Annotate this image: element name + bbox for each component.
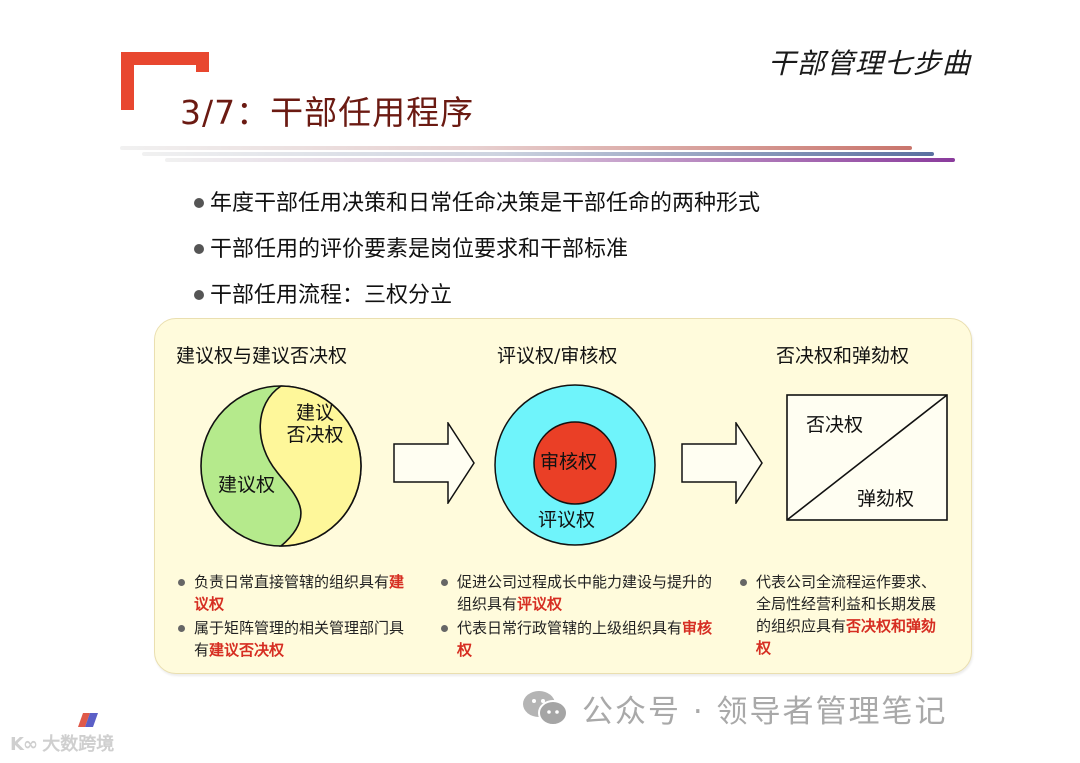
description-text: 属于矩阵管理的相关管理部门具有 [194,619,405,659]
page-title: 3/7：干部任用程序 [180,93,475,132]
bullet-dot-icon [194,290,204,300]
highlighted-power: 审核权 [457,619,713,659]
bullet-text: 干部任用流程：三权分立 [210,283,453,308]
wechat-watermark: 公众号 · 领导者管理笔记 [582,694,948,730]
veto-suggestion-label: 建议 否决权 [286,402,344,446]
bullet-text: 干部任用的评价要素是岗位要求和干部标准 [210,237,629,262]
right-arrow-icon [681,422,763,504]
column-description: 负责日常直接管辖的组织具有建议权 属于矩阵管理的相关管理部门具有建议否决权 [178,571,418,663]
bullet-dot-icon [441,579,448,586]
description-text: 代表公司全流程运作要求、全局性经营利益和长期发展的组织应具有 [756,573,937,635]
concentric-circles-diagram [494,384,656,546]
bullet-dot-icon [178,579,185,586]
title-bracket-icon [121,52,209,110]
bullet-item: 年度干部任用决策和日常任命决策是干部任命的两种形式 [194,178,760,224]
description-item: 属于矩阵管理的相关管理部门具有建议否决权 [178,617,418,661]
highlighted-power: 建议否决权 [209,641,285,659]
column-title: 否决权和弹劾权 [776,345,910,367]
series-subtitle: 干部管理七步曲 [768,47,972,80]
wechat-icon [523,691,568,726]
header-divider [142,152,934,156]
highlighted-power: 评议权 [517,595,563,613]
header-divider [165,158,955,162]
highlighted-power: 否决权和弹劾权 [756,617,937,657]
description-text: 促进公司过程成长中能力建设与提升的组织具有 [457,573,713,613]
column-title: 评议权/审核权 [497,345,618,367]
bullet-text: 年度干部任用决策和日常任命决策是干部任命的两种形式 [210,191,761,216]
brand-name: 大数跨境 [42,734,115,755]
bullet-dot-icon [740,579,747,586]
bullet-dot-icon [194,198,204,208]
veto-label: 否决权 [806,414,864,436]
description-item: 促进公司过程成长中能力建设与提升的组织具有评议权 [441,571,713,615]
bullet-list: 年度干部任用决策和日常任命决策是干部任命的两种形式 干部任用的评价要素是岗位要求… [194,178,760,316]
bullet-dot-icon [194,244,204,254]
impeachment-label: 弹劾权 [857,488,915,510]
bullet-dot-icon [178,625,185,632]
description-text: 负责日常直接管辖的组织具有 [194,573,390,591]
column-title: 建议权与建议否决权 [176,345,348,367]
description-item: 代表日常行政管辖的上级组织具有审核权 [441,617,713,661]
brand-watermark: K∞ 大数跨境 [10,730,114,756]
brand-logo-icon [78,713,98,727]
header-divider [120,146,912,150]
description-item: 代表公司全流程运作要求、全局性经营利益和长期发展的组织应具有否决权和弹劾权 [740,571,942,659]
evaluation-label: 评议权 [538,509,596,531]
bullet-item: 干部任用的评价要素是岗位要求和干部标准 [194,224,760,270]
review-label: 审核权 [540,451,598,473]
description-text: 代表日常行政管辖的上级组织具有 [457,619,683,637]
column-description: 促进公司过程成长中能力建设与提升的组织具有评议权 代表日常行政管辖的上级组织具有… [441,571,713,663]
brand-glyph-icon: K∞ [10,734,43,755]
column-description: 代表公司全流程运作要求、全局性经营利益和长期发展的组织应具有否决权和弹劾权 [740,571,942,661]
yin-yang-diagram [200,385,362,547]
split-rectangle-diagram [786,394,948,521]
bullet-dot-icon [441,625,448,632]
right-arrow-icon [393,422,475,504]
bullet-item: 干部任用流程：三权分立 [194,270,760,316]
description-item: 负责日常直接管辖的组织具有建议权 [178,571,418,615]
highlighted-power: 建议权 [194,573,405,613]
suggestion-label: 建议权 [218,474,276,496]
